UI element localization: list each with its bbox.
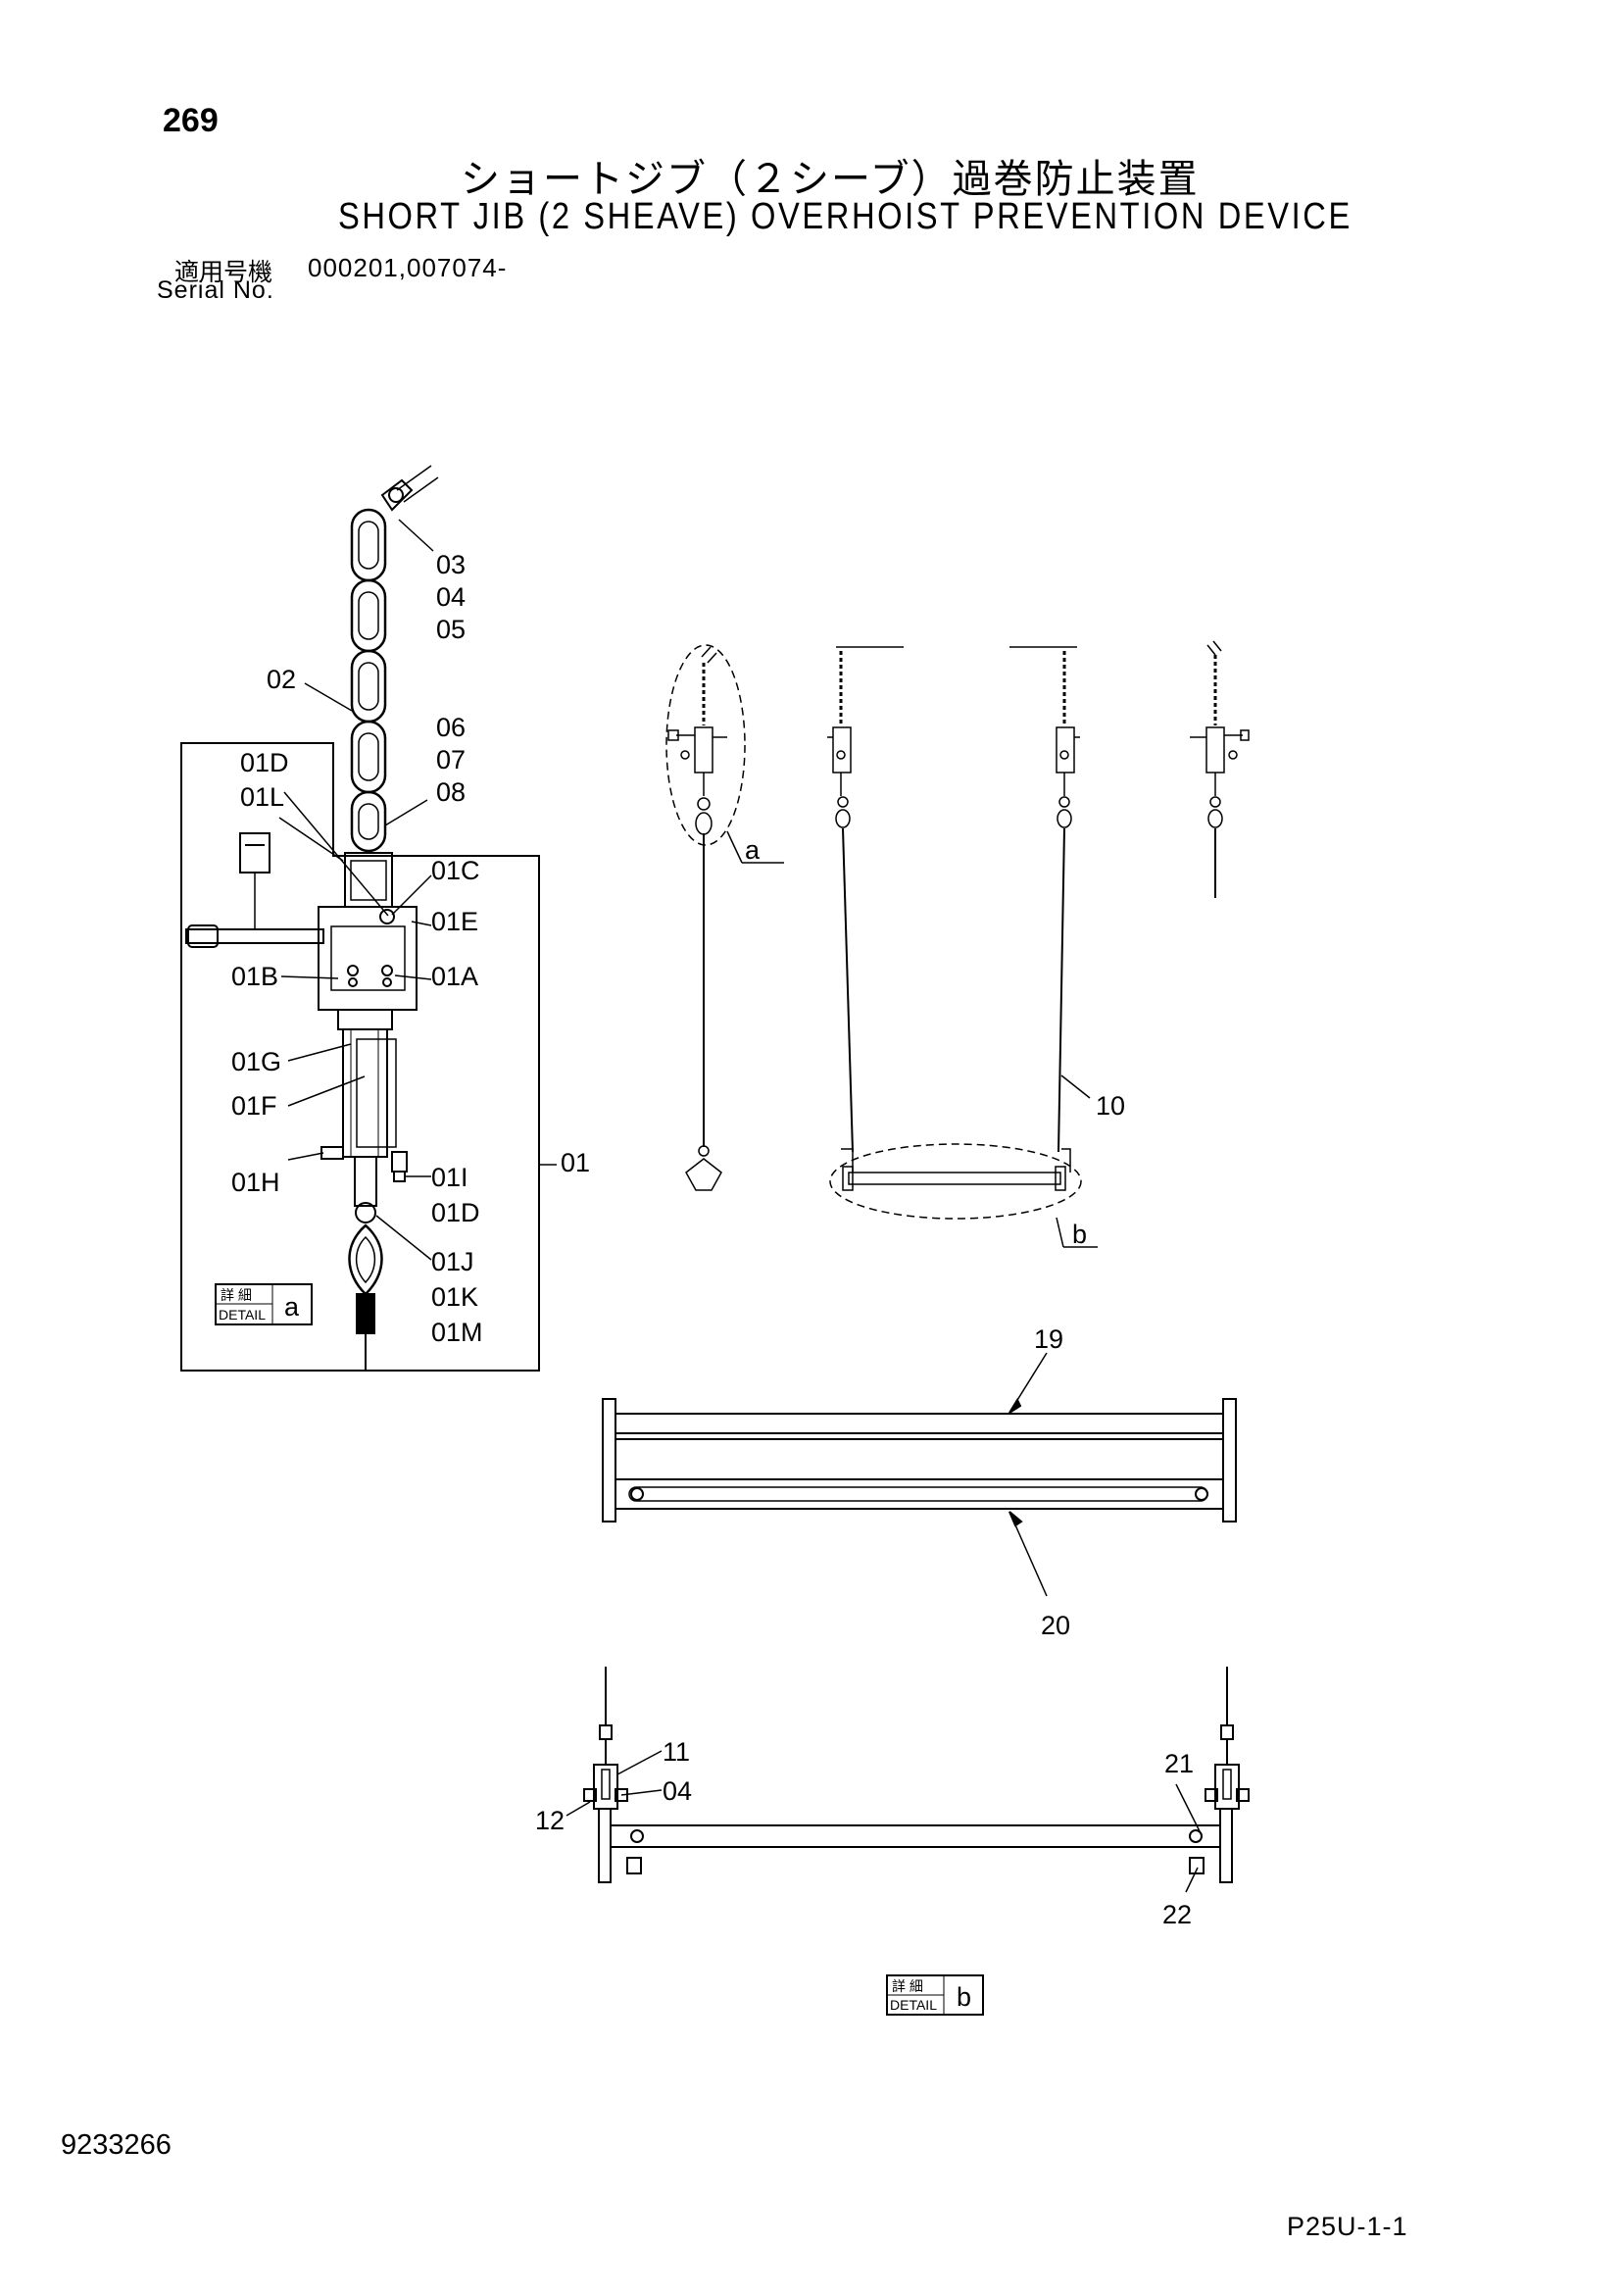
thimble	[348, 1223, 383, 1296]
part-label-21: 21	[1164, 1749, 1194, 1778]
part-label-19: 19	[1034, 1324, 1063, 1354]
part-label-01K: 01K	[431, 1282, 478, 1312]
overview-device-pair	[827, 646, 1098, 1248]
beam-assembly	[602, 1352, 1237, 1597]
part-label-01L: 01L	[240, 782, 284, 812]
detail-a-label-en: DETAIL	[219, 1307, 266, 1323]
part-label-01G: 01G	[231, 1047, 281, 1076]
part-label-01: 01	[561, 1148, 590, 1177]
serial-label-english: Serial No.	[157, 276, 274, 304]
part-label-01C: 01C	[431, 856, 480, 885]
document-number: 9233266	[61, 2129, 172, 2161]
callout-a-label: a	[745, 835, 761, 865]
chain	[350, 508, 387, 853]
part-label-22: 22	[1162, 1900, 1192, 1929]
part-label-12: 12	[535, 1806, 565, 1835]
part-label-01M: 01M	[431, 1318, 483, 1347]
part-label-01D-lower: 01D	[431, 1198, 480, 1227]
detail-b-letter: b	[957, 1982, 971, 2012]
part-label-08: 08	[436, 777, 466, 807]
part-label-04-detail-b: 04	[663, 1776, 692, 1806]
part-label-10: 10	[1096, 1091, 1125, 1121]
detail-a-label-jp: 詳 細	[221, 1287, 252, 1303]
detail-a-letter: a	[284, 1292, 300, 1322]
part-label-04: 04	[436, 582, 466, 612]
part-label-01B: 01B	[231, 962, 278, 991]
part-label-01I: 01I	[431, 1163, 468, 1192]
page-title-japanese: ショートジブ（２シーブ）過巻防止装置	[461, 157, 1200, 202]
part-label-01H: 01H	[231, 1168, 280, 1197]
callout-b-label: b	[1072, 1220, 1087, 1249]
detail-a-frame	[180, 742, 540, 1372]
page-code: P25U-1-1	[1287, 2212, 1408, 2241]
part-label-02: 02	[267, 665, 296, 694]
part-label-06: 06	[436, 713, 466, 742]
part-label-01D: 01D	[240, 748, 289, 777]
cylinder	[342, 1028, 388, 1158]
part-label-20: 20	[1041, 1611, 1070, 1640]
detail-b-label-jp: 詳 細	[892, 1978, 923, 1994]
part-label-03: 03	[436, 550, 466, 579]
page-number: 269	[163, 102, 219, 139]
part-label-11: 11	[663, 1737, 690, 1767]
part-label-05: 05	[436, 615, 466, 644]
serial-label-japanese: 適用号機	[174, 258, 273, 286]
callout-a-ellipse	[665, 644, 746, 846]
callout-b-ellipse	[829, 1143, 1082, 1220]
overview-device-left	[665, 644, 784, 1191]
wire-clip	[356, 1293, 375, 1334]
part-label-01F: 01F	[231, 1091, 277, 1121]
limit-switch-body	[318, 906, 418, 1011]
overview-device-right	[1190, 640, 1250, 898]
detail-b-assembly	[566, 1667, 1250, 1893]
part-label-07: 07	[436, 745, 466, 774]
part-label-01E: 01E	[431, 907, 478, 936]
detail-b-label-en: DETAIL	[890, 1997, 937, 2013]
part-label-01J: 01J	[431, 1247, 474, 1276]
part-label-01A: 01A	[431, 962, 478, 991]
serial-number-value: 000201,007074-	[308, 253, 508, 282]
detail-a-assembly	[180, 465, 557, 1372]
page-title-english: SHORT JIB (2 SHEAVE) OVERHOIST PREVENTIO…	[338, 196, 1352, 237]
